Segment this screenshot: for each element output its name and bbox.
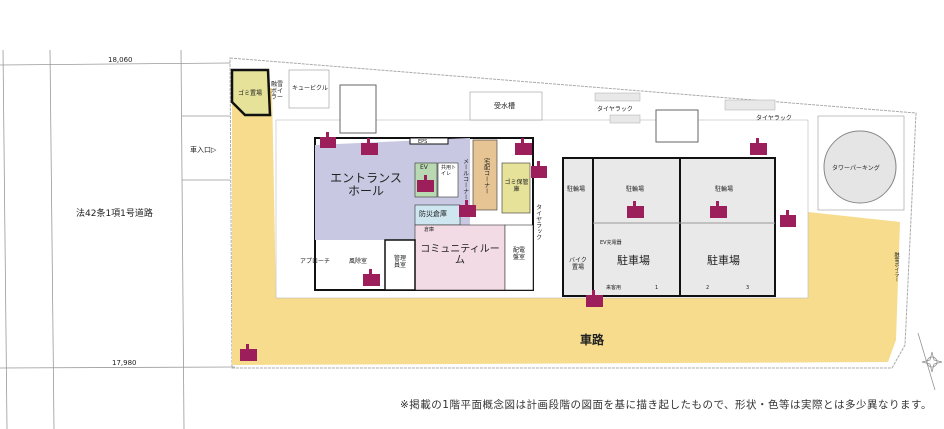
disaster-storage-label: 防災倉庫 [419, 210, 447, 218]
water-tank-label: 受水槽 [494, 101, 515, 110]
tower-parking-label: タワーパーキング [832, 164, 880, 172]
space-number: 2 [706, 285, 709, 291]
security-camera-icon [361, 138, 378, 155]
parking-building [562, 157, 776, 297]
entrance-hall-label: エントランスホール [330, 171, 402, 199]
snow-boiler-label: 融雪ボイラー [271, 81, 284, 102]
tower-parking [823, 130, 897, 204]
visitor-space-label: 来客用 [606, 284, 621, 291]
bicycle-parking-label: 駐輪場 [715, 185, 733, 193]
driveway-label: 車路 [580, 332, 605, 347]
snow-boiler-label: 融雪ボイラー [893, 252, 900, 282]
security-camera-icon [240, 344, 257, 361]
cubicle-label: キュービクル [292, 85, 328, 92]
manager-room-label: 管理員室 [394, 255, 407, 269]
car-entrance-label: 車入口▷ [190, 145, 217, 154]
bicycle-parking-label: 駐輪場 [626, 185, 644, 193]
road-width-top: 18,060 [108, 56, 133, 64]
security-camera-icon [320, 132, 336, 148]
garbage-storage-label: ゴミ保管庫 [504, 179, 529, 193]
delivery-corner-label: 宅配コーナー [482, 158, 490, 194]
security-camera-icon [417, 175, 434, 192]
stair-core-1 [339, 84, 377, 134]
approach-label: アプローチ [300, 258, 331, 265]
garbage-area [230, 68, 272, 117]
compass-icon [917, 332, 943, 391]
mail-corner-label: メールコーナー [461, 158, 469, 200]
toilet-label: 共用トイレ [441, 165, 457, 177]
parking-label: 駐車場 [707, 253, 740, 267]
ev-label: EV [420, 164, 428, 171]
tire-rack-label: タイヤラック [534, 204, 542, 240]
site-boundary [229, 57, 917, 369]
security-cameras [240, 132, 796, 361]
road-width-bottom: 17,980 [112, 359, 137, 367]
space-number: 1 [655, 285, 658, 291]
security-camera-icon [627, 201, 644, 218]
eps-label: EPS [418, 139, 427, 145]
road-lines [0, 49, 236, 429]
security-camera-icon [459, 200, 476, 217]
security-camera-icon [750, 138, 767, 155]
electric-room-label: 配電盤室 [513, 247, 526, 261]
tire-rack-label: タイヤラック [756, 114, 792, 122]
security-camera-icon [586, 290, 603, 307]
security-camera-icon [710, 201, 727, 218]
parking-label: 駐車場 [617, 253, 650, 267]
road-name: 法42条1項1号道路 [76, 207, 153, 219]
space-number: 3 [746, 285, 749, 291]
security-camera-icon [780, 210, 796, 227]
ev-charger-label: EV充電器 [600, 239, 622, 246]
windbreak-label: 風除室 [349, 258, 368, 265]
security-camera-icon [531, 161, 547, 178]
storage-label: 倉庫 [424, 227, 435, 233]
tire-rack-label: タイヤラック [597, 105, 633, 113]
security-camera-icon [363, 269, 380, 286]
security-camera-icon [515, 138, 532, 155]
driveway-area [232, 88, 900, 365]
bicycle-parking-label: 駐輪場 [567, 185, 585, 193]
footnote: ※掲載の1階平面概念図は計画段階の図面を基に描き起したもので、形状・色等は実際と… [400, 399, 933, 411]
community-room-label: コミュニティルーム [420, 244, 500, 266]
garbage-area-label: ゴミ置場 [238, 89, 262, 97]
bike-parking-label: バイク置場 [569, 257, 587, 271]
